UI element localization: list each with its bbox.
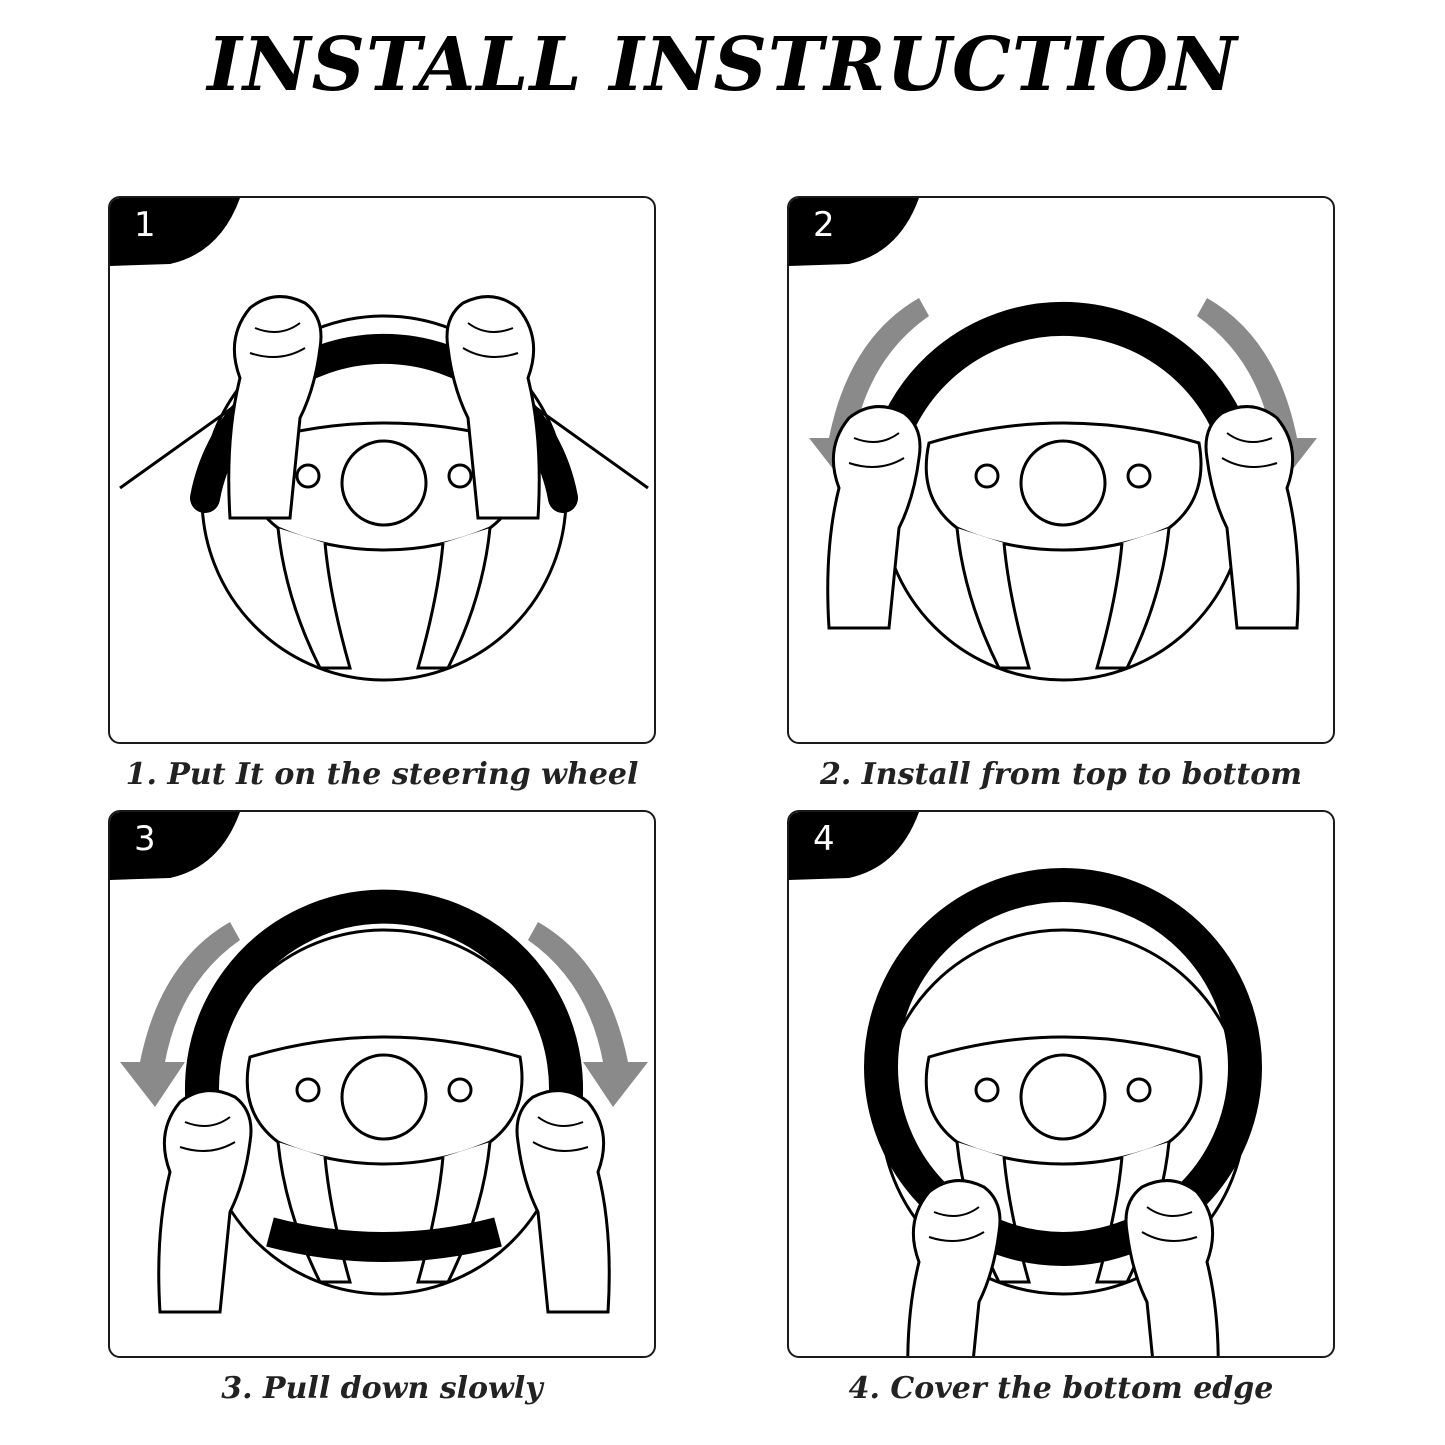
- step-number: 2: [813, 205, 835, 245]
- step-number-tab: [789, 812, 919, 880]
- step-caption-4: 4. Cover the bottom edge: [848, 1371, 1274, 1406]
- step-number: 1: [134, 205, 156, 245]
- step-panel-4: 4: [787, 810, 1335, 1358]
- step-caption-3: 3. Pull down slowly: [221, 1371, 543, 1406]
- steering-wheel-illustration-4: [864, 868, 1262, 1356]
- step-panel-2: 2: [787, 196, 1335, 744]
- page-title: INSTALL INSTRUCTION: [207, 22, 1238, 108]
- step-number: 4: [813, 819, 835, 859]
- steering-wheel-illustration-1: [119, 295, 649, 682]
- step-number-tab: [789, 198, 919, 266]
- step-number: 3: [134, 819, 156, 859]
- steering-wheel-illustration-3: [120, 889, 648, 1314]
- step-panel-3: 3: [108, 810, 656, 1358]
- step-panel-1: 1: [108, 196, 656, 744]
- step-number-tab: [110, 812, 240, 880]
- step-number-tab: [110, 198, 240, 266]
- step-caption-2: 2. Install from top to bottom: [820, 757, 1302, 792]
- step-caption-1: 1. Put It on the steering wheel: [125, 757, 639, 792]
- steering-wheel-illustration-2: [809, 298, 1317, 682]
